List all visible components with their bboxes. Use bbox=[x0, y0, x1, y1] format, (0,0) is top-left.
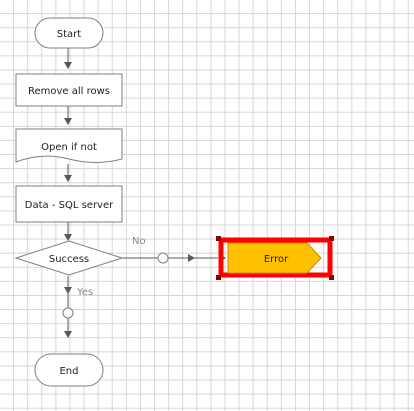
resize-handle-icon[interactable] bbox=[216, 236, 221, 241]
node-end-label: End bbox=[59, 366, 78, 377]
node-remove-all-rows-label: Remove all rows bbox=[28, 86, 110, 97]
resize-handle-icon[interactable] bbox=[216, 275, 221, 280]
node-remove-all-rows[interactable]: Remove all rows bbox=[15, 73, 123, 107]
node-end[interactable]: End bbox=[34, 353, 104, 387]
arrow-head-icon bbox=[64, 175, 72, 182]
resize-handle-icon[interactable] bbox=[329, 236, 334, 241]
arrow-head-icon bbox=[64, 331, 72, 338]
node-open-if-not-label: Open if not bbox=[41, 142, 97, 153]
node-data-sql-server[interactable]: Data - SQL server bbox=[15, 185, 123, 223]
resize-handle-icon[interactable] bbox=[329, 275, 334, 280]
connector-circle-icon[interactable] bbox=[62, 307, 74, 319]
selection-outline bbox=[218, 237, 333, 278]
arrow-head-icon bbox=[64, 234, 72, 241]
connector-circle-icon[interactable] bbox=[157, 252, 169, 264]
node-start[interactable]: Start bbox=[34, 17, 104, 49]
node-success-decision[interactable]: Success bbox=[14, 240, 124, 276]
node-start-label: Start bbox=[57, 29, 82, 40]
node-open-if-not[interactable]: Open if not bbox=[15, 128, 123, 163]
edge-label-no: No bbox=[132, 236, 146, 247]
node-success-label: Success bbox=[49, 254, 89, 265]
arrow-head-icon bbox=[188, 254, 195, 262]
arrow-head-icon bbox=[64, 118, 72, 125]
node-error[interactable]: Error bbox=[216, 236, 334, 280]
edge-label-yes: Yes bbox=[76, 287, 93, 298]
arrow-head-icon bbox=[64, 287, 72, 294]
node-error-label: Error bbox=[264, 254, 289, 265]
arrow-head-icon bbox=[64, 62, 72, 69]
node-data-sql-server-label: Data - SQL server bbox=[25, 200, 114, 211]
